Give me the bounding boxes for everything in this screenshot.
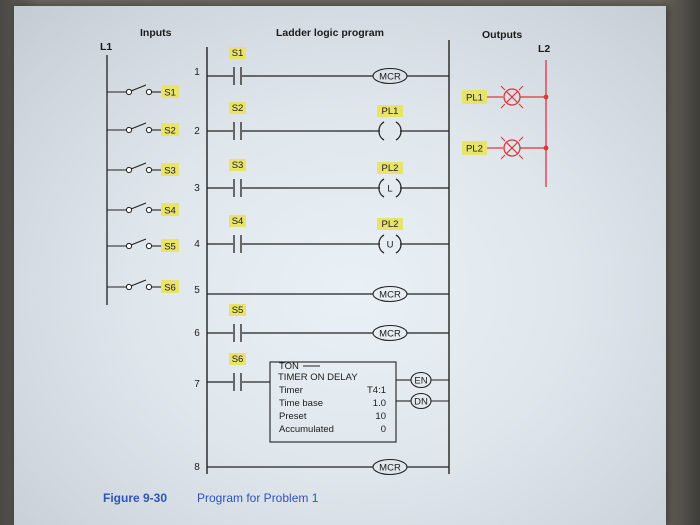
timer-type: TON <box>279 361 299 372</box>
coil-tag <box>377 218 403 230</box>
input-switch: S5 <box>107 238 179 253</box>
mcr-coil <box>372 67 408 85</box>
coil-symbol: U <box>387 240 394 251</box>
contact-label: S4 <box>232 216 244 227</box>
mcr-coil <box>372 324 408 342</box>
contact-label: S1 <box>232 48 244 59</box>
input-label: S4 <box>164 206 176 217</box>
inputs-header: Inputs <box>140 27 172 39</box>
input-label: S6 <box>164 283 176 294</box>
coil-name: MCR <box>379 72 401 83</box>
coil-tag <box>377 162 403 174</box>
contact-label: S6 <box>232 354 244 365</box>
coil-label: PL2 <box>382 163 399 174</box>
coil-symbol: L <box>387 184 392 195</box>
l2-label: L2 <box>538 43 550 55</box>
input-tag <box>161 203 179 216</box>
input-label: S2 <box>164 126 176 137</box>
input-switch: S2 <box>107 122 179 137</box>
l1-label: L1 <box>100 41 112 53</box>
rung-number: 5 <box>194 285 200 296</box>
coil-label: PL1 <box>382 106 399 117</box>
figure-number: Figure 9-30 <box>103 491 167 505</box>
rung: 4 S4U PL2 <box>194 215 449 254</box>
figure-caption: Program for Problem 1 <box>197 491 319 505</box>
contact-tag <box>229 353 246 365</box>
input-switch: S3 <box>107 162 179 177</box>
timer-row-value: 1.0 <box>373 398 386 409</box>
en-label: EN <box>414 376 427 387</box>
input-switch: S6 <box>107 279 179 294</box>
contact-tag <box>229 102 246 114</box>
contact-tag <box>229 304 246 316</box>
rung-number: 2 <box>194 126 200 137</box>
outputs-header: Outputs <box>482 29 522 41</box>
coil-label: PL2 <box>382 219 399 230</box>
rung: 2 S2 PL1 <box>194 102 449 141</box>
contact-tag <box>229 215 246 227</box>
input-switch: S4 <box>107 202 179 217</box>
rung-number: 3 <box>194 183 200 194</box>
timer-row-value: 10 <box>375 411 386 422</box>
timer-row-value: 0 <box>381 424 386 435</box>
input-tag <box>161 280 179 293</box>
rung-number: 8 <box>194 462 200 473</box>
junction-dot <box>543 94 549 100</box>
output-tag <box>462 90 487 104</box>
mcr-coil <box>372 285 408 303</box>
junction-dot <box>543 145 549 151</box>
mcr-coil <box>372 458 408 476</box>
rung: 8 MCR <box>194 458 449 476</box>
output-lamp: PL2 <box>462 136 549 160</box>
input-tag <box>161 85 179 98</box>
input-tag <box>161 123 179 136</box>
contact-label: S2 <box>232 103 244 114</box>
output-tag <box>462 141 487 155</box>
rung: 3 S3L PL2 <box>194 159 449 198</box>
program-header: Ladder logic program <box>276 27 384 39</box>
rung-number: 7 <box>194 379 200 390</box>
timer-row-label: Preset <box>279 411 307 422</box>
rung-number: 6 <box>194 328 200 339</box>
contact-label: S5 <box>232 305 244 316</box>
input-switch: S1 <box>107 84 179 99</box>
input-label: S1 <box>164 88 176 99</box>
rung-number: 1 <box>194 67 200 78</box>
coil-name: MCR <box>379 290 401 301</box>
timer-box <box>269 361 397 443</box>
timer-block: TON TIMER ON DELAY Timer T4:1 Time base … <box>257 361 449 443</box>
coil-name: MCR <box>379 463 401 474</box>
input-tag <box>161 239 179 252</box>
input-label: S5 <box>164 242 176 253</box>
coil-tag <box>377 105 403 117</box>
timer-title: TIMER ON DELAY <box>278 372 358 383</box>
output-label: PL2 <box>466 144 483 155</box>
rung: 5 MCR <box>194 285 449 303</box>
contact-tag <box>229 47 246 59</box>
coil-name: MCR <box>379 329 401 340</box>
timer-row-label: Accumulated <box>279 424 334 435</box>
input-label: S3 <box>164 166 176 177</box>
output-label: PL1 <box>466 93 483 104</box>
rung-number: 4 <box>194 239 200 250</box>
contact-tag <box>229 159 246 171</box>
input-tag <box>161 163 179 176</box>
timer-row-label: Time base <box>279 398 323 409</box>
contact-label: S3 <box>232 160 244 171</box>
rung: 7 S6 <box>194 353 257 391</box>
timer-row-value: T4:1 <box>367 385 386 396</box>
dn-label: DN <box>414 397 428 408</box>
output-lamp: PL1 <box>462 85 549 109</box>
timer-row-label: Timer <box>279 385 303 396</box>
